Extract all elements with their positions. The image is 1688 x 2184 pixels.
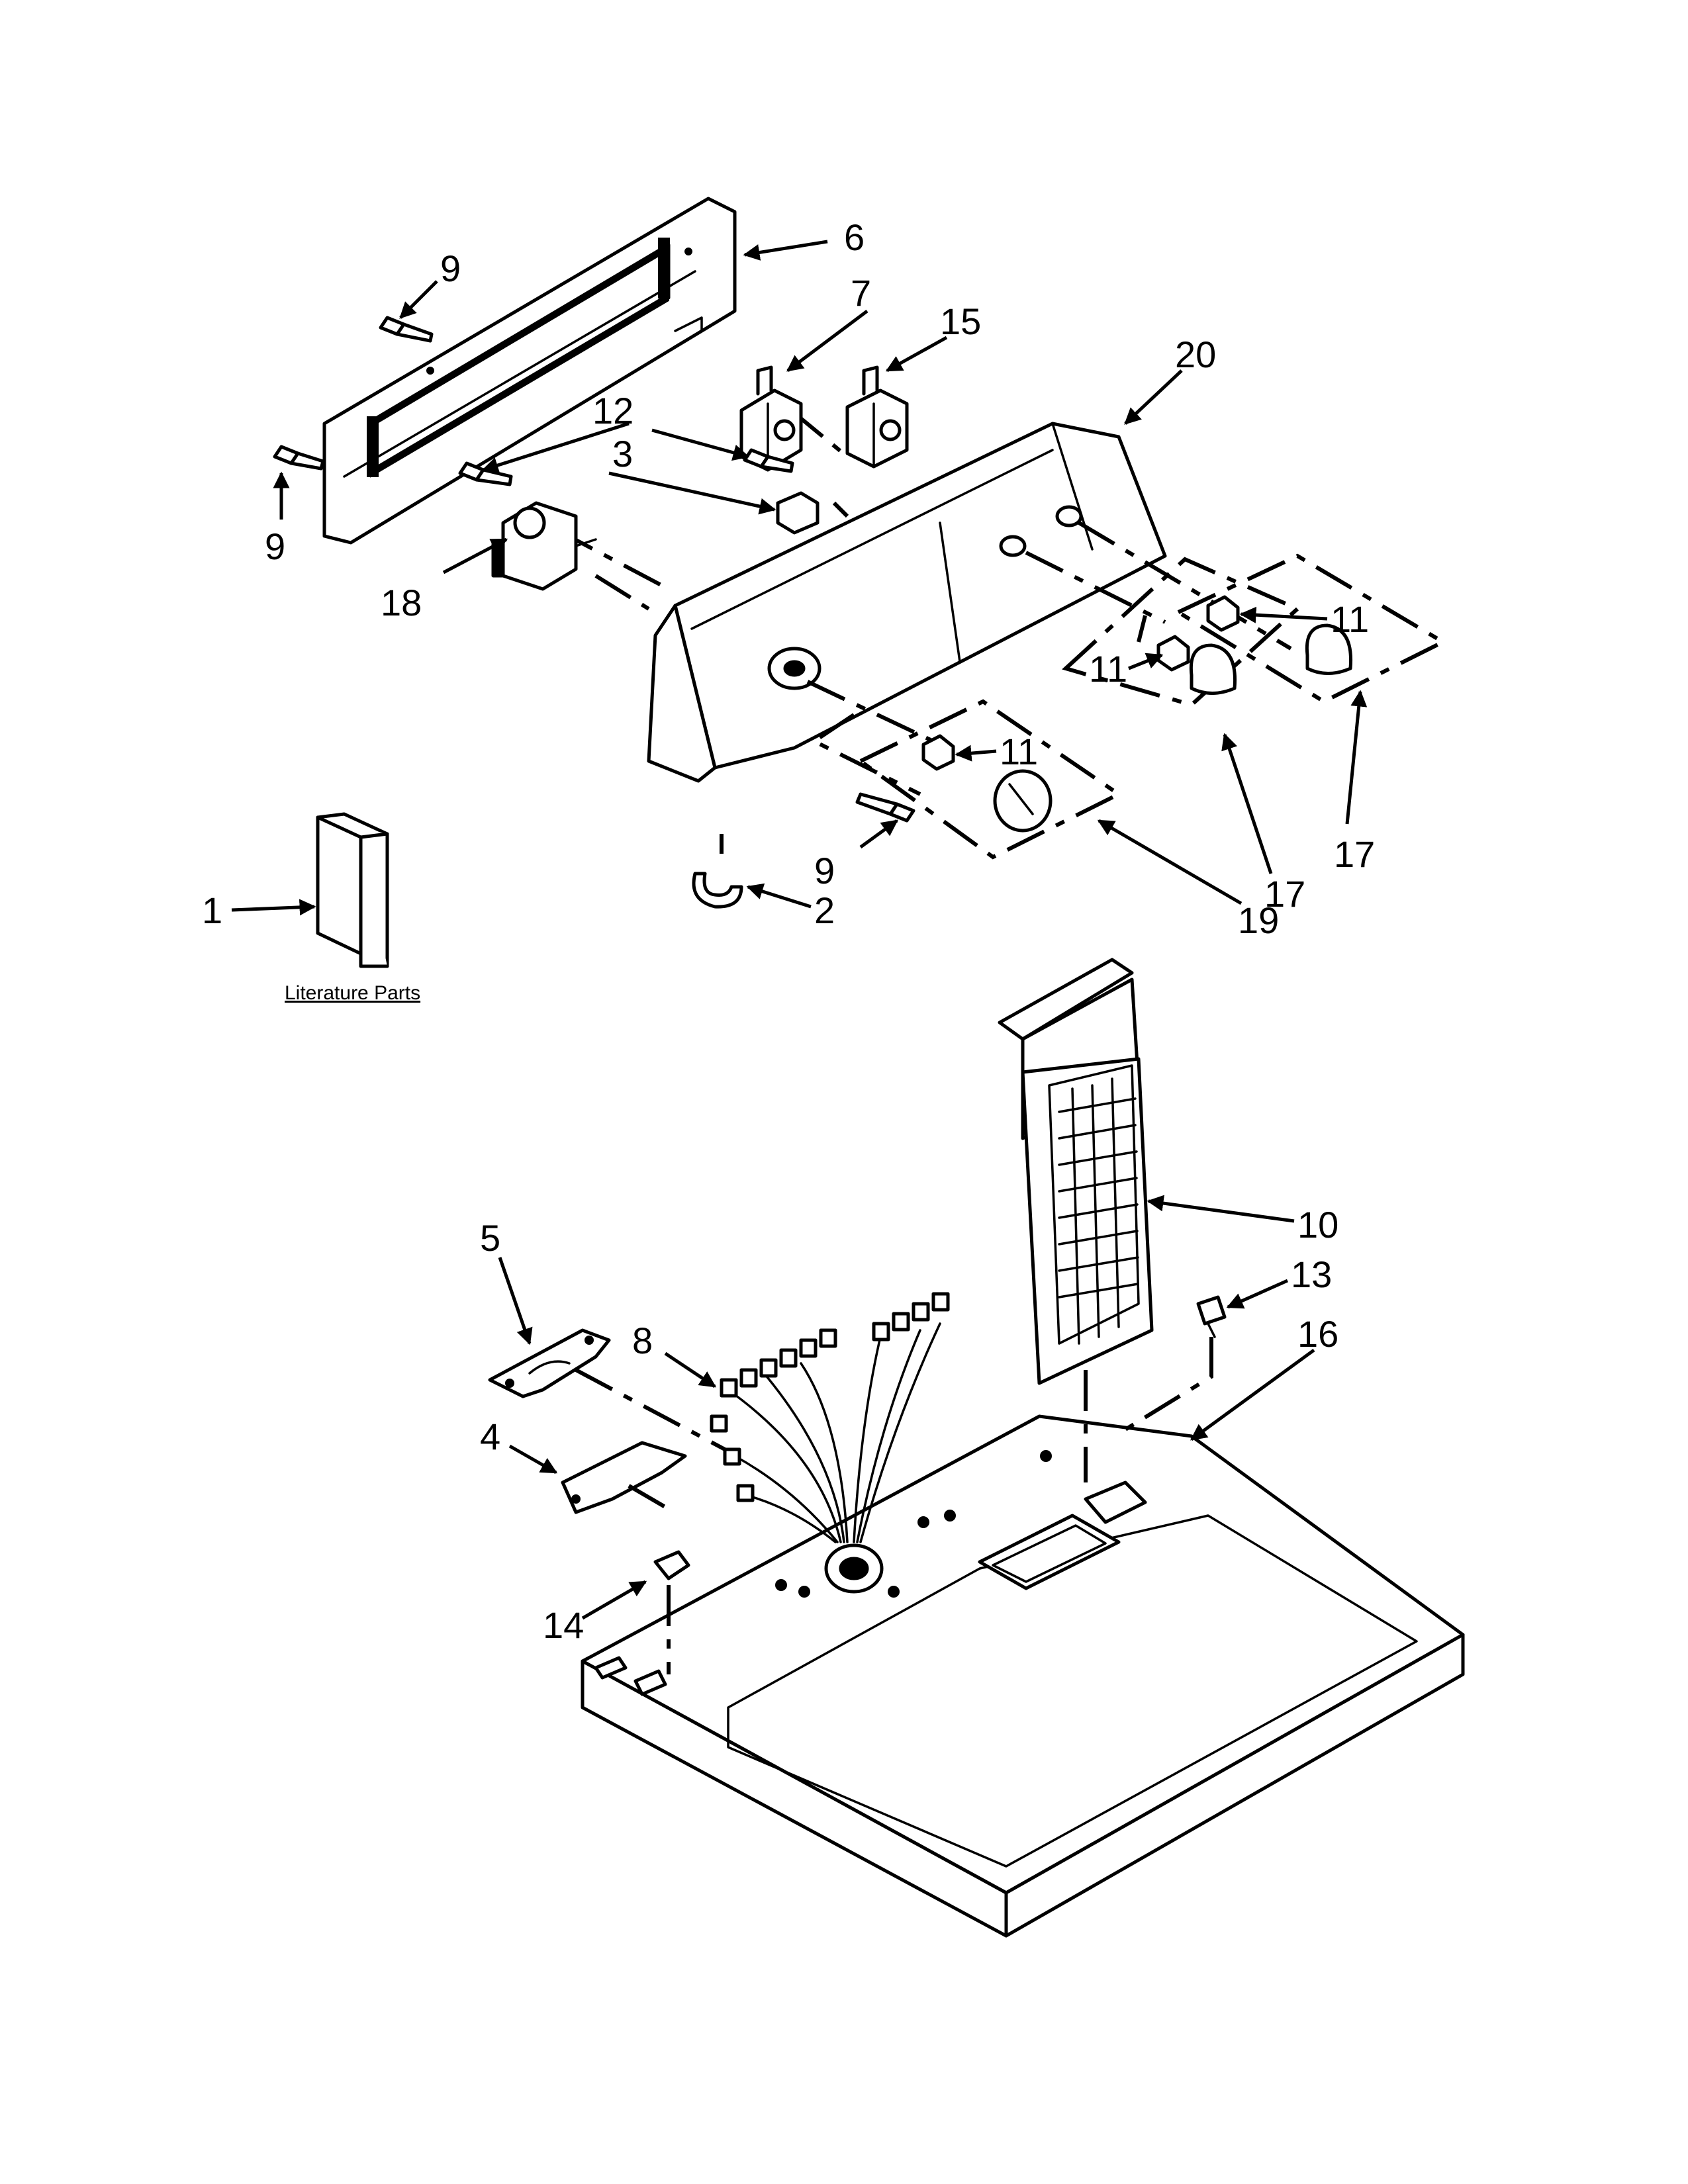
bracket-5	[488, 1328, 611, 1398]
screw-9-bottom	[855, 792, 915, 823]
callout-13: 13	[1291, 1253, 1332, 1295]
screw-9-left	[273, 445, 325, 471]
callout-labels: 6 9 9 7 15 20 12 3 18 11 11 11 17 17 19 …	[202, 216, 1375, 1646]
callout-10: 10	[1297, 1204, 1338, 1246]
bushing-11-a	[921, 734, 955, 771]
screw-12-a	[458, 461, 513, 486]
callout-20: 20	[1175, 334, 1216, 375]
clip-2	[692, 872, 743, 909]
rear-console-panel	[322, 197, 737, 545]
literature-label: Literature Parts	[285, 982, 420, 1004]
callout-14: 14	[543, 1604, 584, 1646]
callout-12: 12	[592, 390, 633, 432]
callout-5: 5	[480, 1217, 500, 1259]
bushing-11-c	[1206, 595, 1240, 632]
timer-18	[491, 501, 597, 591]
screw-13	[1196, 1295, 1227, 1338]
callout-3: 3	[612, 433, 633, 475]
knob-group-box-17	[1062, 553, 1448, 707]
clip-14	[653, 1550, 690, 1580]
literature-booklet	[316, 812, 389, 968]
console	[647, 422, 1167, 783]
callout-17-left: 17	[1264, 873, 1305, 915]
callout-7: 7	[851, 272, 871, 314]
screw-9-top	[379, 316, 434, 343]
callout-11-mid: 11	[1089, 648, 1127, 690]
leader-lines	[231, 240, 1368, 1620]
bushing-11-b	[1156, 635, 1190, 672]
callout-1: 1	[202, 889, 222, 931]
callout-9-bottom: 9	[814, 850, 835, 891]
part-3	[776, 491, 820, 535]
assembly-lines-lower	[575, 1337, 1213, 1674]
knob-19	[993, 769, 1053, 833]
callout-19: 19	[1238, 899, 1279, 941]
knob-17-a	[1189, 643, 1237, 695]
knob-group-box-19	[857, 699, 1123, 860]
callout-2: 2	[814, 889, 835, 931]
callout-6: 6	[844, 216, 865, 258]
callout-4: 4	[480, 1416, 500, 1457]
callout-18: 18	[381, 582, 422, 623]
callout-16: 16	[1297, 1313, 1338, 1355]
callout-9-top: 9	[440, 248, 461, 289]
bracket-4	[561, 1441, 687, 1514]
callout-17-right: 17	[1334, 833, 1375, 875]
callout-9-left: 9	[265, 525, 285, 567]
lint-screen	[998, 958, 1154, 1385]
callout-15: 15	[940, 300, 981, 342]
switch-15	[845, 365, 909, 469]
wire-harness-8	[710, 1292, 950, 1543]
callout-11-left: 11	[1000, 731, 1038, 772]
top-panel	[581, 1414, 1465, 1938]
callout-8: 8	[632, 1320, 653, 1361]
callout-11-right: 11	[1331, 598, 1369, 640]
knob-17-b	[1305, 623, 1353, 675]
